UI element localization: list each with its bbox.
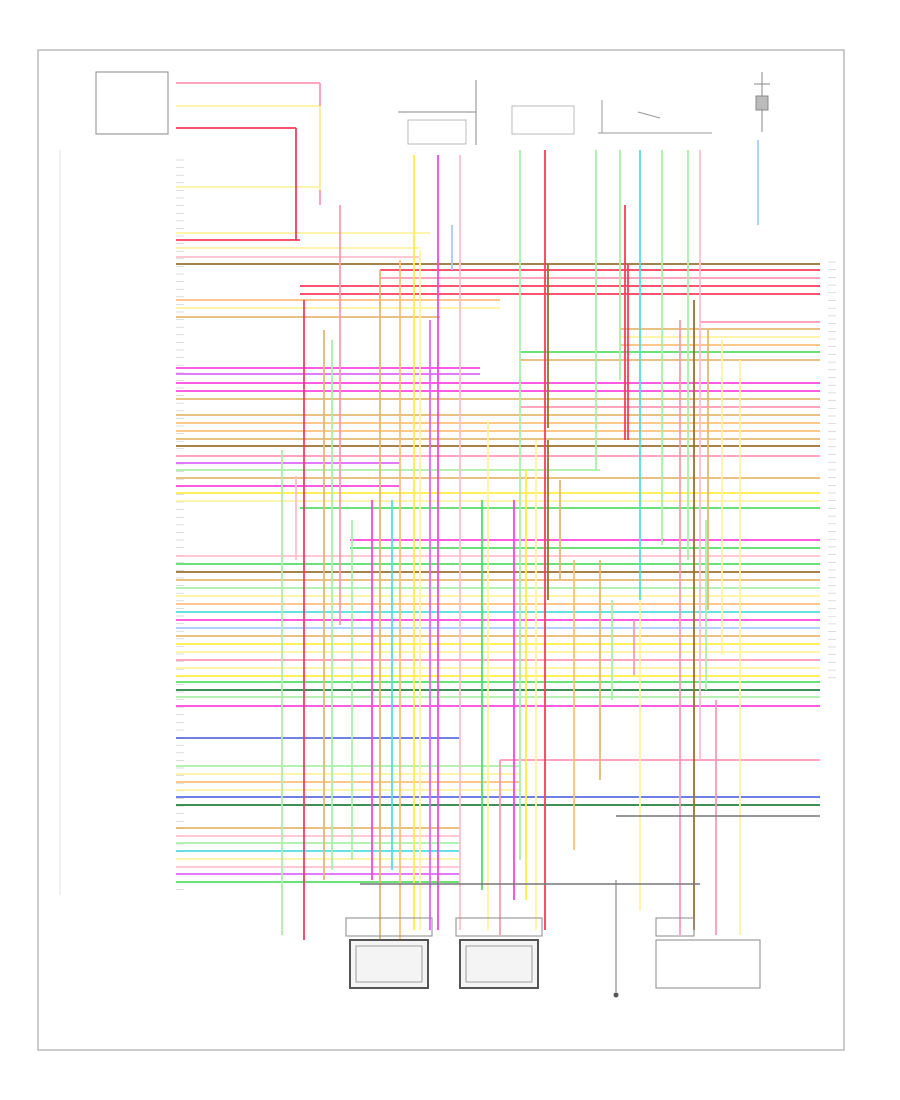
wire-group-horizontal xyxy=(176,82,820,883)
splice-bar xyxy=(360,815,820,885)
component-box-top-left xyxy=(95,71,169,135)
right-pin-column xyxy=(828,261,836,679)
top-connector-1 xyxy=(398,80,477,145)
top-connector-2 xyxy=(511,105,575,135)
bottom-component-3 xyxy=(655,917,761,989)
wire-group-vertical xyxy=(281,83,759,950)
ground-symbol xyxy=(613,880,619,998)
resistor-component xyxy=(754,72,770,132)
bottom-component-1 xyxy=(345,917,433,989)
top-switch xyxy=(598,100,712,134)
bottom-component-2 xyxy=(455,917,543,989)
left-pin-column xyxy=(59,150,184,895)
diagram-border xyxy=(37,49,845,1051)
